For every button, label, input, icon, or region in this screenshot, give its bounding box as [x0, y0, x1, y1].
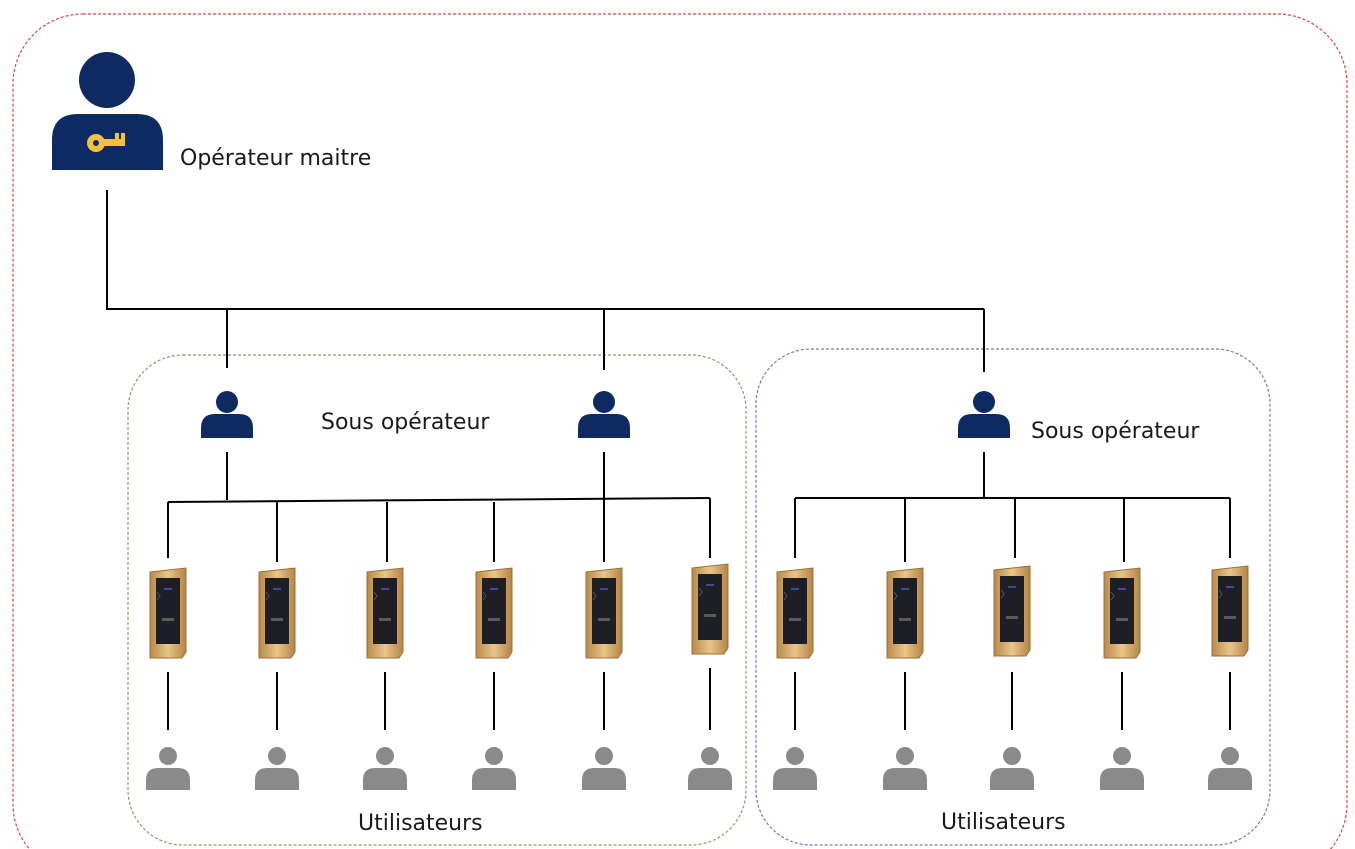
user-icon: [582, 747, 626, 790]
master-operator-label: Opérateur maitre: [180, 146, 372, 171]
cabinet-lock-icon: [691, 563, 729, 655]
cabinet-lock-icon: [149, 567, 187, 659]
user-icon: [472, 747, 516, 790]
key-icon: [87, 133, 125, 152]
user-icon: [146, 747, 190, 790]
cabinet-lock-icon: [585, 567, 623, 659]
user-icon: [990, 747, 1034, 790]
user-icon: [255, 747, 299, 790]
users-label-2: Utilisateurs: [941, 810, 1066, 835]
user-icon: [363, 747, 407, 790]
cabinet-lock-icon: [475, 567, 513, 659]
cabinet-lock-icon: [776, 567, 814, 659]
cabinet-lock-icon: [366, 567, 404, 659]
users-label-1: Utilisateurs: [358, 811, 483, 836]
cabinet-lock-icon: [1211, 565, 1249, 657]
sub-operator-icon-3: [958, 391, 1010, 438]
user-icon: [1100, 747, 1144, 790]
user-icon: [1208, 747, 1252, 790]
user-icon: [688, 747, 732, 790]
sub-operator-label-1: Sous opérateur: [321, 410, 490, 435]
cabinet-lock-icon: [258, 567, 296, 659]
cabinet-lock-icon: [886, 567, 924, 659]
user-icon: [883, 747, 927, 790]
master-operator-key-icon: [52, 52, 163, 170]
user-icon: [773, 747, 817, 790]
connector-lines: [106, 190, 1231, 730]
sub-operator-icon-1: [201, 391, 253, 438]
group-2-boundary: [755, 348, 1271, 846]
sub-operator-label-2: Sous opérateur: [1031, 419, 1200, 444]
cabinet-lock-icon: [1103, 567, 1141, 659]
cabinet-lock-icon: [993, 565, 1031, 657]
outer-boundary: [12, 13, 1348, 849]
sub-operator-icon-2: [578, 391, 630, 438]
